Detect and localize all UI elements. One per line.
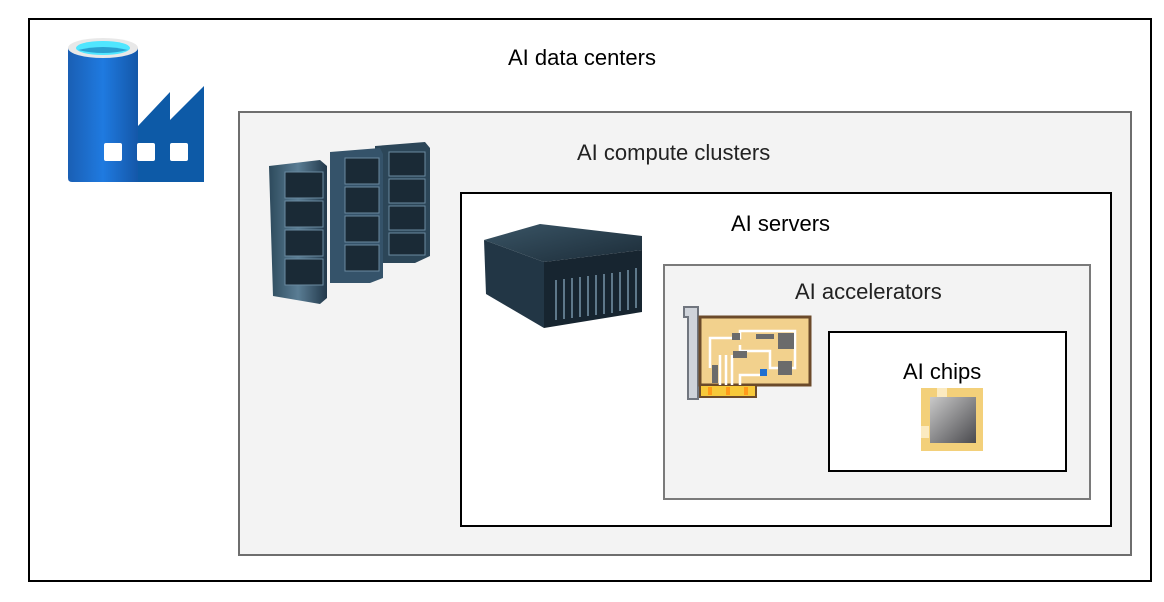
ai-chips-label: AI chips [903,359,982,384]
chip-icon [921,388,983,451]
ai-servers-label: AI servers [731,211,831,236]
server-racks-icon [269,142,430,304]
ai-data-centers-label: AI data centers [508,45,656,70]
data-factory-icon [68,38,204,182]
server-chassis-icon [484,224,642,328]
ai-compute-clusters-label: AI compute clusters [577,140,771,165]
expansion-card-icon [683,306,812,400]
ai-accelerators-label: AI accelerators [795,279,942,304]
